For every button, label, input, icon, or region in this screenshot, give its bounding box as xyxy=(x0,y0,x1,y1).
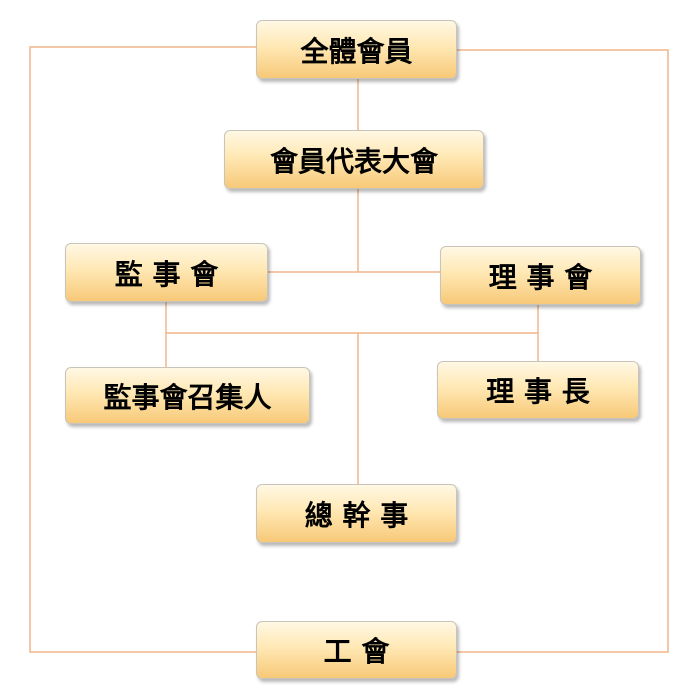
node-board-of-directors-label: 理 事 會 xyxy=(488,260,593,294)
node-secretary-general-label: 總 幹 事 xyxy=(304,498,409,532)
node-union-label: 工 會 xyxy=(323,635,390,668)
node-board-of-supervisors: 監 事 會 xyxy=(65,243,268,302)
node-all-members: 全體會員 xyxy=(256,20,457,79)
node-chairman-label: 理 事 長 xyxy=(486,375,590,408)
node-representative-assembly-label: 會員代表大會 xyxy=(269,144,438,178)
node-supervisors-convener: 監事會召集人 xyxy=(65,367,310,424)
node-representative-assembly: 會員代表大會 xyxy=(224,130,484,189)
node-secretary-general: 總 幹 事 xyxy=(256,484,457,543)
left-outer-connector xyxy=(29,46,256,653)
node-board-of-supervisors-label: 監 事 會 xyxy=(114,257,219,291)
node-all-members-label: 全體會員 xyxy=(300,34,413,68)
right-outer-connector xyxy=(457,49,669,653)
node-union: 工 會 xyxy=(256,621,457,679)
node-board-of-directors: 理 事 會 xyxy=(440,246,641,305)
node-chairman: 理 事 長 xyxy=(437,361,639,419)
node-supervisors-convener-label: 監事會召集人 xyxy=(103,380,272,414)
